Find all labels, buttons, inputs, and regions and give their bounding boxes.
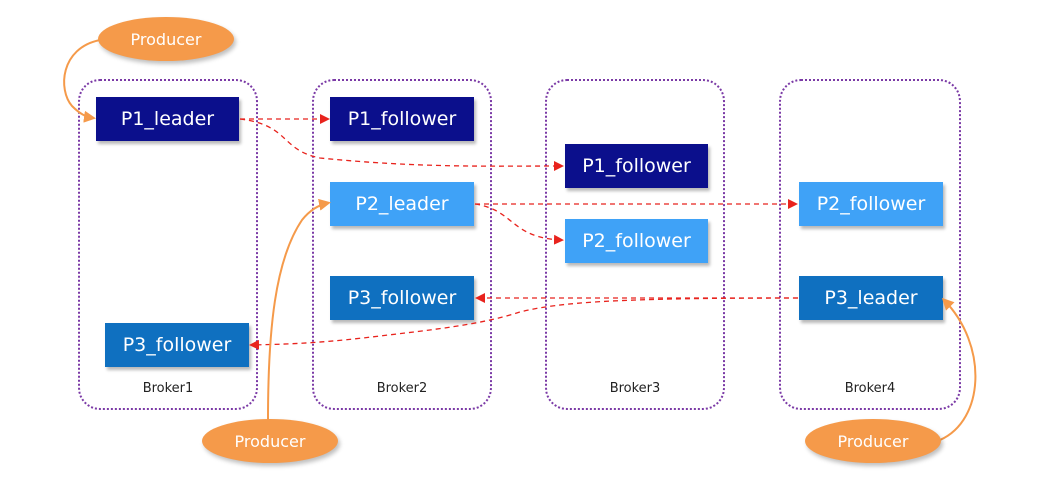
broker1-p3-follower: P3_follower <box>105 323 249 367</box>
producer-bottom-left: Producer <box>202 419 338 463</box>
broker-4-label: Broker4 <box>844 381 896 396</box>
broker4-p2-follower: P2_follower <box>799 182 943 226</box>
broker2-p1-follower: P1_follower <box>330 97 474 141</box>
broker-1: Broker1 <box>78 79 258 410</box>
broker4-p3-leader: P3_leader <box>799 276 943 320</box>
broker-4: Broker4 <box>779 79 961 410</box>
producer-bottom-right: Producer <box>805 419 941 463</box>
broker2-p3-follower: P3_follower <box>330 276 474 320</box>
broker1-p1-leader: P1_leader <box>96 97 239 141</box>
producer-top: Producer <box>98 17 234 61</box>
broker-1-label: Broker1 <box>142 381 194 396</box>
broker-3-label: Broker3 <box>609 381 661 396</box>
broker2-p2-leader: P2_leader <box>330 182 474 226</box>
broker-3: Broker3 <box>545 79 725 410</box>
broker3-p1-follower: P1_follower <box>565 144 708 188</box>
broker3-p2-follower: P2_follower <box>565 219 708 263</box>
broker-2-label: Broker2 <box>376 381 428 396</box>
